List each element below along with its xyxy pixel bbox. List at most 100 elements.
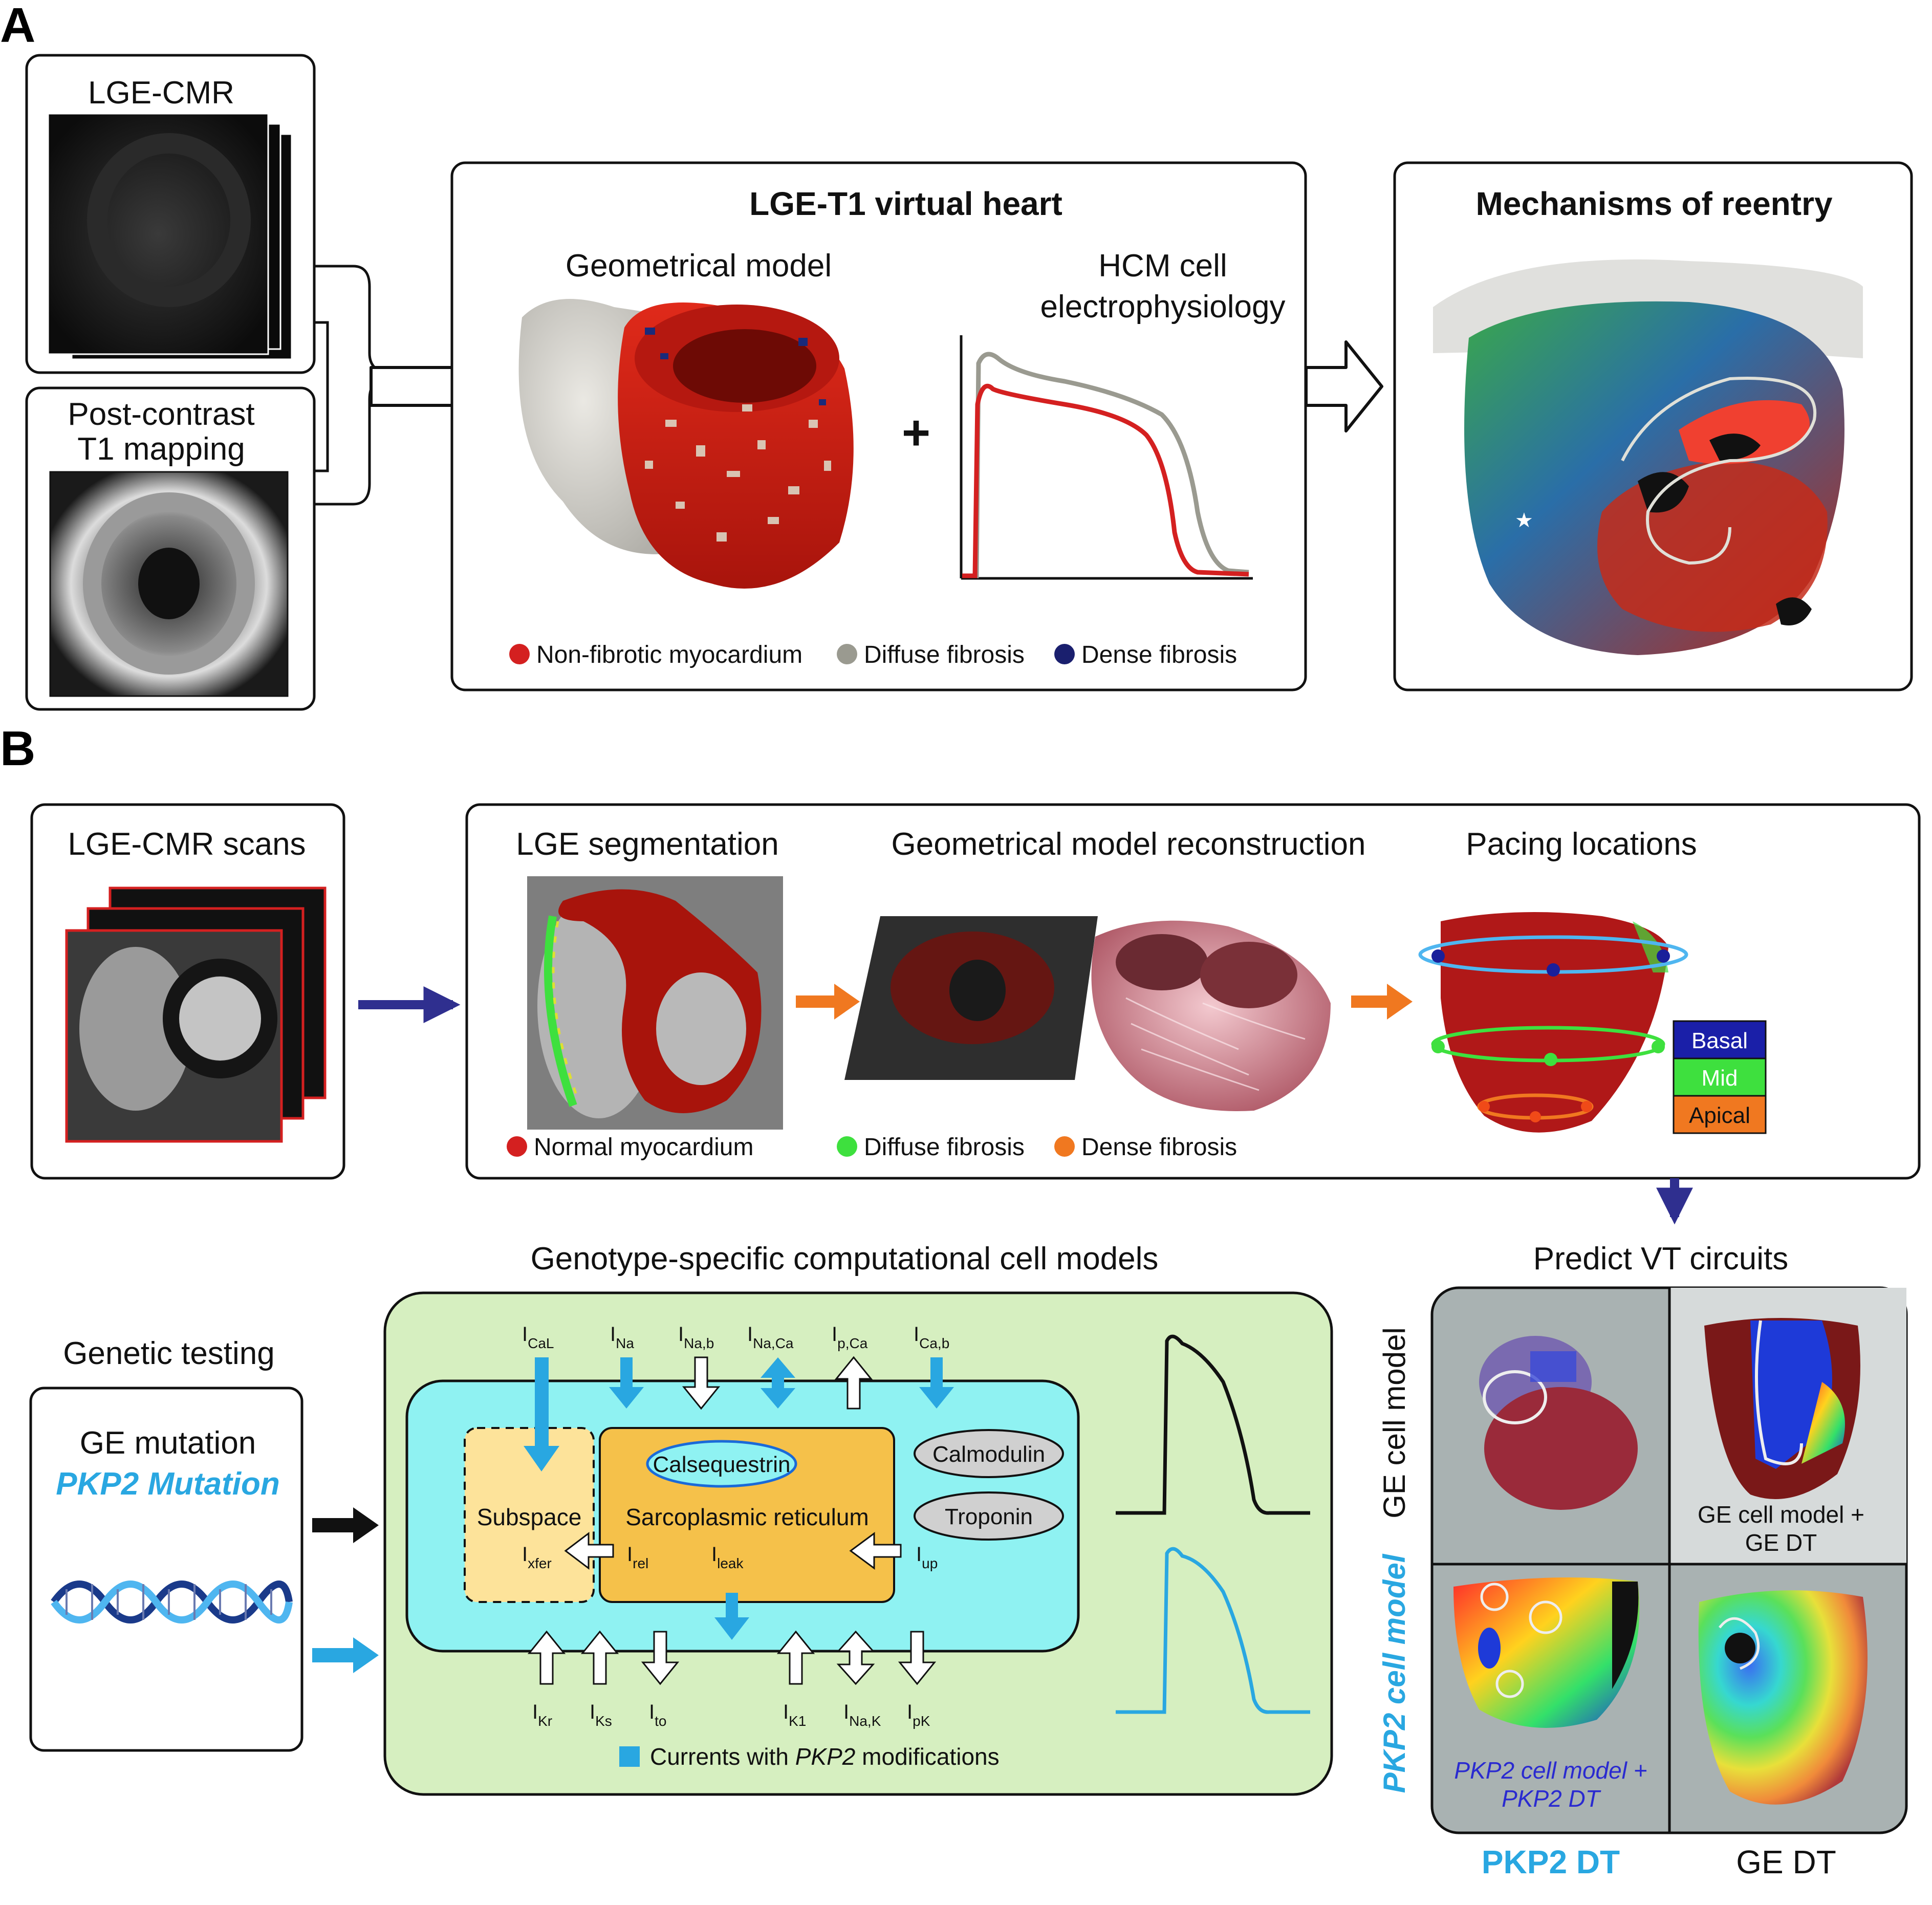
reconstruction-title: Geometrical model reconstruction: [892, 827, 1366, 862]
lge-cmr-title: LGE-CMR: [88, 75, 234, 111]
current-ileak: Ileak: [711, 1543, 744, 1571]
pacing-legend: Basal Mid Apical: [1673, 1020, 1767, 1134]
vt-quadrant-pkp2-ge: [1698, 1590, 1868, 1805]
sr-label: Sarcoplasmic reticulum: [625, 1504, 869, 1530]
ap-trace-diffuse: [962, 352, 1249, 578]
arrow-ik1: [776, 1630, 815, 1685]
predict-title: Predict VT circuits: [1533, 1241, 1788, 1276]
t1-map-image: [49, 471, 289, 697]
pacing-mid: Mid: [1702, 1066, 1738, 1091]
arrow-seg-to-recon: [796, 984, 860, 1020]
legend-nonfibrotic: Non-fibrotic myocardium: [536, 641, 802, 668]
virtual-heart-title: LGE-T1 virtual heart: [749, 185, 1062, 222]
current-ik1: IK1: [783, 1701, 806, 1729]
calmodulin-ellipse: [914, 1429, 1064, 1478]
pkp2-current-swatch: [619, 1746, 640, 1767]
pacing-apical: Apical: [1689, 1103, 1750, 1128]
reentry-box: Mechanisms of reentry ★: [1393, 161, 1913, 691]
arrow-recon-to-pacing: [1351, 984, 1413, 1020]
virtual-heart-box: LGE-T1 virtual heart Geometrical model H…: [450, 161, 1307, 691]
pacing-star: ★: [1515, 509, 1533, 532]
legend-diffuse: Diffuse fibrosis: [864, 641, 1025, 668]
pacing-heart: [1418, 912, 1688, 1133]
scan-stack: [65, 886, 327, 1143]
arrow-ical: [524, 1357, 559, 1471]
scans-title: LGE-CMR scans: [68, 827, 306, 862]
current-inaca: INa,Ca: [747, 1323, 794, 1351]
row-label-ge: GE cell model: [1377, 1327, 1412, 1518]
current-icab: ICa,b: [914, 1323, 949, 1351]
q-ge-ge-line2: GE DT: [1745, 1529, 1817, 1556]
arrow-inaca: [761, 1357, 795, 1409]
virtual-heart-legend: Non-fibrotic myocardium Diffuse fibrosis…: [509, 641, 1237, 668]
reentry-heart: ★: [1433, 259, 1863, 655]
hcm-cell-line2: electrophysiology: [1040, 289, 1285, 324]
ge-ap-trace: [1116, 1334, 1310, 1515]
arrow-iup: [849, 1532, 902, 1570]
scan-rv: [79, 947, 192, 1111]
segmentation-title: LGE segmentation: [516, 827, 779, 862]
post-contrast-line1: Post-contrast: [68, 397, 254, 432]
vt-grid: GE cell model + GE DT PKP2 cell model + …: [1377, 1286, 1908, 1880]
legend-dot-normal: [507, 1136, 527, 1157]
action-potential-plot: [960, 335, 1253, 580]
arrow-icab: [919, 1357, 954, 1409]
reconstruction-fiber-heart: [1091, 920, 1331, 1111]
calsequestrin-label: Calsequestrin: [653, 1452, 790, 1477]
calsequestrin-ellipse: [646, 1440, 797, 1488]
panel-b-label: B: [0, 721, 35, 776]
panel-a-label: A: [0, 0, 35, 53]
top-currents: ICaL INa INa,b INa,Ca Ip,Ca ICa,b: [522, 1323, 949, 1351]
current-ito: Ito: [649, 1701, 666, 1729]
current-irel: Irel: [627, 1543, 648, 1571]
geometrical-model-label: Geometrical model: [566, 248, 832, 284]
arrow-inab: [682, 1356, 721, 1410]
legend-diffuse-b: Diffuse fibrosis: [864, 1134, 1025, 1161]
reentry-title: Mechanisms of reentry: [1475, 185, 1833, 222]
col-label-pkp2: PKP2 DT: [1482, 1844, 1620, 1880]
vt-quadrant-pkp2-pkp2: PKP2 cell model + PKP2 DT: [1453, 1577, 1647, 1812]
arrow-ixfer: [564, 1531, 614, 1570]
ge-mutation-label: GE mutation: [80, 1425, 256, 1461]
plus-sign: +: [902, 405, 930, 460]
subspace-compartment: [464, 1427, 595, 1603]
genotype-title: Genotype-specific computational cell mod…: [531, 1241, 1159, 1276]
q-pkp2-line2: PKP2 DT: [1502, 1785, 1601, 1812]
subspace-label: Subspace: [477, 1504, 582, 1530]
arrow-ikr: [527, 1630, 566, 1685]
legend-dot-nonfibrotic: [509, 644, 530, 664]
current-ipk: IpK: [907, 1701, 930, 1729]
bottom-currents: IKr IKs Ito IK1 INa,K IpK: [532, 1701, 930, 1729]
vt-quadrant-ge-ge: GE cell model + GE DT: [1698, 1318, 1864, 1556]
arrow-to-reentry: [1305, 340, 1383, 432]
current-inak: INa,K: [843, 1701, 881, 1729]
troponin-label: Troponin: [945, 1504, 1033, 1529]
segmentation-image: [527, 876, 783, 1130]
legend-dense: Dense fibrosis: [1081, 641, 1237, 668]
pkp2-current-legend: Currents with PKP2 modifications: [650, 1743, 1000, 1770]
row-label-pkp2: PKP2 cell model: [1377, 1553, 1412, 1793]
current-ical: ICaL: [522, 1323, 554, 1351]
arrow-ipca: [834, 1356, 873, 1410]
cell-model-box: Subspace Sarcoplasmic reticulum Calseque…: [383, 1291, 1333, 1796]
segmentation-legend: Normal myocardium Diffuse fibrosis Dense…: [507, 1134, 1237, 1161]
geometrical-model-heart: [518, 299, 854, 589]
col-label-ge: GE DT: [1736, 1844, 1836, 1880]
pacing-basal: Basal: [1691, 1028, 1748, 1053]
dna-helix-icon: [51, 1581, 293, 1623]
genetic-testing-title: Genetic testing: [63, 1336, 275, 1371]
arrow-ipk: [898, 1631, 937, 1685]
current-iks: IKs: [590, 1701, 612, 1729]
legend-dot-dense-b: [1054, 1136, 1075, 1157]
scans-box: LGE-CMR scans: [30, 803, 345, 1180]
current-ipca: Ip,Ca: [832, 1323, 868, 1351]
pkp2-mutation-label: PKP2 Mutation: [56, 1466, 279, 1502]
vt-quadrant-ge-pkp2: [1479, 1336, 1638, 1510]
arrow-ge-to-cell: [312, 1507, 379, 1543]
post-contrast-box: Post-contrast T1 mapping: [25, 386, 316, 711]
legend-normal: Normal myocardium: [534, 1134, 753, 1161]
calmodulin-label: Calmodulin: [932, 1442, 1045, 1467]
arrow-pkp2-to-cell: [312, 1637, 379, 1673]
legend-dot-diffuse: [837, 644, 857, 664]
post-contrast-line2: T1 mapping: [77, 431, 245, 467]
